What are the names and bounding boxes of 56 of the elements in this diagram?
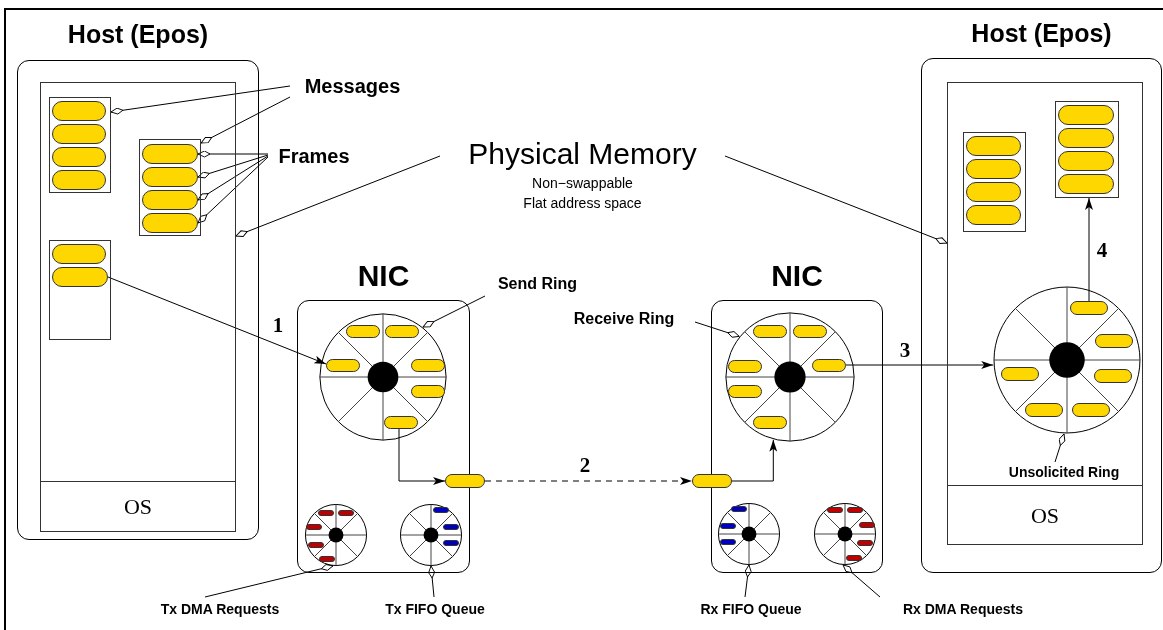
callout-label: Rx FIFO Queue (680, 597, 822, 621)
leader-line (744, 564, 752, 598)
buffer-stack (49, 240, 111, 340)
panel-heading: Host (Epos) (970, 18, 1113, 49)
leader-line (110, 85, 291, 115)
leader-line (197, 154, 269, 179)
frame-pill (1070, 301, 1108, 315)
leader-line (694, 321, 740, 338)
leader-line (428, 565, 436, 598)
buffer-stack (1055, 101, 1119, 198)
callout-label: Send Ring (480, 272, 595, 296)
leader-line (197, 150, 269, 158)
callout-label: Unsolicited Ring (988, 462, 1140, 482)
callout-label: Frames (268, 142, 360, 170)
callout-label: Rx DMA Requests (873, 597, 1053, 621)
callout-label: Receive Ring (553, 307, 695, 331)
callout-label: Tx FIFO Queue (364, 597, 506, 621)
arrow (1085, 197, 1093, 302)
arrow (398, 428, 446, 485)
panel-heading: NIC (770, 260, 824, 292)
buffer-stack (139, 139, 201, 236)
arrow (484, 477, 693, 485)
leader-line (197, 156, 269, 224)
frame-pill (142, 167, 198, 187)
os-section: OS (40, 481, 236, 532)
buffer-stack (963, 132, 1026, 232)
frame-pill (142, 213, 198, 233)
leader-line (235, 155, 441, 237)
frame-pill (445, 474, 485, 488)
leader-line (422, 295, 486, 328)
leader-line (200, 96, 291, 144)
arrow (107, 276, 327, 365)
frame-pill (326, 359, 360, 372)
frame-pill (692, 474, 732, 488)
frame-pill (142, 190, 198, 210)
arrow (731, 439, 778, 482)
buffer-stack (49, 97, 111, 193)
frame-pill (384, 416, 418, 429)
leader-line (842, 564, 881, 598)
memory-region (40, 82, 236, 482)
leader-line (1054, 433, 1066, 463)
memory-title: Physical Memory (468, 136, 697, 172)
leader-line (197, 155, 269, 201)
callout-label: Messages (290, 72, 415, 100)
frame-pill (142, 144, 198, 164)
leader-line (724, 155, 948, 244)
arrow (845, 361, 994, 369)
frame-pill (52, 267, 108, 287)
os-section: OS (947, 485, 1143, 545)
memory-region (947, 82, 1143, 486)
leader-line (204, 564, 334, 598)
panel-heading: NIC (356, 260, 411, 292)
memory-subtitle: Non−swappable Flat address space (522, 174, 643, 213)
callout-label: Tx DMA Requests (128, 597, 312, 621)
frame-pill (812, 359, 846, 372)
panel-heading: Host (Epos) (66, 19, 210, 50)
